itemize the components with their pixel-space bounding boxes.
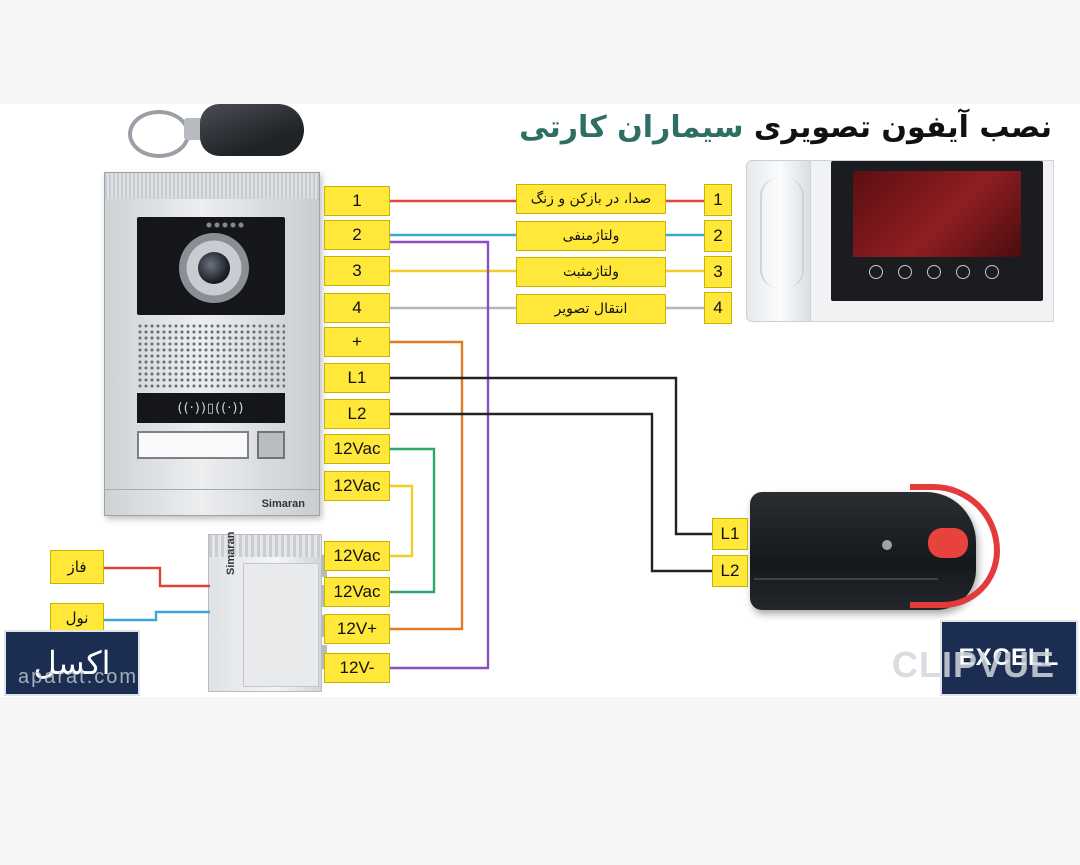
- monitor-button-icon: [927, 265, 941, 279]
- lock-terminal-l2: L2: [712, 555, 748, 587]
- aparat-watermark: aparat.com: [18, 666, 139, 688]
- monitor-button-icon: [985, 265, 999, 279]
- title-accent: سیماران کارتی: [519, 110, 744, 145]
- mains-phase-label: فاز: [50, 550, 104, 584]
- psu-label-sticker: [243, 563, 319, 687]
- panel-terminal-3: 3: [324, 256, 390, 286]
- power-supply-unit: Simaran: [208, 531, 327, 692]
- call-button: [257, 431, 285, 459]
- panel-terminal-1: 1: [324, 186, 390, 216]
- psu-brand: Simaran: [225, 531, 237, 575]
- name-plate: [137, 431, 249, 459]
- wire-label-negative-voltage: ولتاژمنفی: [516, 221, 666, 251]
- title-main: نصب آیفون تصویری: [753, 110, 1052, 145]
- outdoor-door-panel: ((·))▯((·)) Simaran: [104, 172, 320, 516]
- lock-seam: [754, 578, 938, 580]
- ir-leds: [205, 222, 245, 228]
- monitor-button-icon: [869, 265, 883, 279]
- monitor-terminal-4: 4: [704, 292, 732, 324]
- monitor-terminal-2: 2: [704, 220, 732, 252]
- panel-terminal-plus: +: [324, 327, 390, 357]
- lock-keyhole-icon: [882, 540, 892, 550]
- panel-terminal-2: 2: [324, 220, 390, 250]
- lock-red-trim: [910, 484, 1000, 608]
- diagram-title: نصب آیفون تصویری سیماران کارتی: [519, 110, 1052, 145]
- monitor-screen: [853, 171, 1021, 257]
- wire-label-video-transfer: انتقال تصویر: [516, 294, 666, 324]
- lock-terminal-l1: L1: [712, 518, 748, 550]
- panel-top-grille: [105, 173, 319, 199]
- excell-logo-right: EXCELL: [940, 620, 1078, 696]
- psu-terminal-12vac-b: 12Vac: [324, 577, 390, 607]
- camera-window: [137, 217, 285, 315]
- excell-logo-left: اکسل: [4, 630, 140, 696]
- handset-cord: [760, 178, 804, 288]
- bottom-band: [0, 697, 1080, 865]
- lock-release-button: [928, 528, 968, 558]
- monitor-terminal-3: 3: [704, 256, 732, 288]
- clipvue-watermark: CLIPVUE: [892, 644, 1056, 685]
- rfid-reader-icon: ((·))▯((·)): [137, 393, 285, 423]
- wire-label-positive-voltage: ولتاژمثبت: [516, 257, 666, 287]
- monitor-bezel: [831, 161, 1043, 301]
- psu-vent: [209, 535, 321, 557]
- lens-glass: [198, 252, 230, 284]
- panel-terminal-4: 4: [324, 293, 390, 323]
- keyfob-ring: [128, 110, 190, 158]
- panel-terminal-12vac-b: 12Vac: [324, 471, 390, 501]
- top-band: [0, 0, 1080, 104]
- monitor-button-icon: [898, 265, 912, 279]
- mains-neutral-label: نول: [50, 603, 104, 633]
- panel-terminal-12vac-a: 12Vac: [324, 434, 390, 464]
- camera-lens: [179, 233, 249, 303]
- panel-brand: Simaran: [105, 489, 319, 517]
- monitor-terminal-1: 1: [704, 184, 732, 216]
- psu-terminal-12v-plus: 12V+: [324, 614, 390, 644]
- monitor-buttons: [869, 265, 999, 281]
- panel-terminal-l1: L1: [324, 363, 390, 393]
- speaker-grille: [137, 323, 285, 389]
- psu-terminal-12vac-a: 12Vac: [324, 541, 390, 571]
- rfid-keyfob: [200, 104, 304, 156]
- panel-terminal-l2: L2: [324, 399, 390, 429]
- psu-terminal-12v-minus: 12V-: [324, 653, 390, 683]
- electric-door-lock: [750, 484, 1000, 612]
- indoor-video-monitor: [810, 160, 1054, 322]
- monitor-button-icon: [956, 265, 970, 279]
- wire-label-audio-door-bell: صدا، در بازکن و زنگ: [516, 184, 666, 214]
